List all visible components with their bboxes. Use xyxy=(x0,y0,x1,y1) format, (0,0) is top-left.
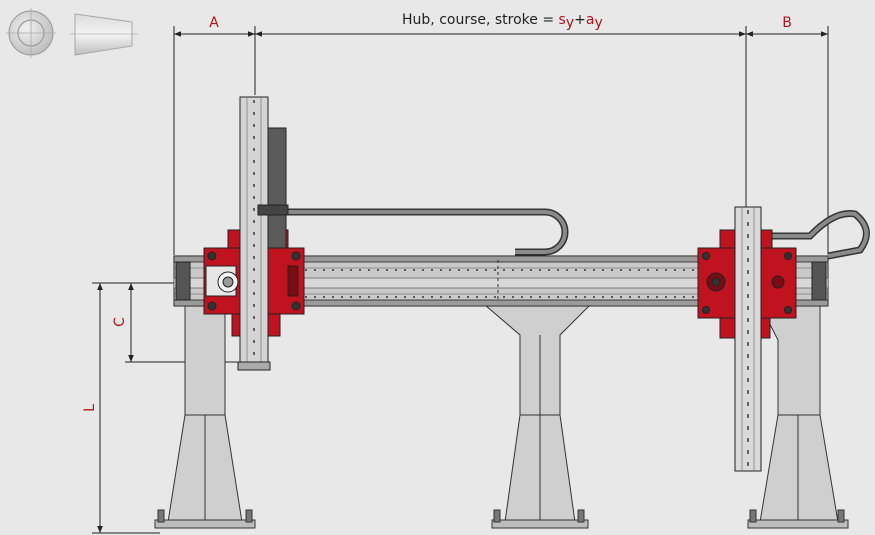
dimension-a-label: A xyxy=(209,15,219,31)
stroke-s: s xyxy=(559,12,566,28)
left-support-leg xyxy=(154,304,256,529)
tapered-side-view-icon xyxy=(70,13,138,56)
side-dimension-lines xyxy=(92,282,250,534)
right-vertical-column xyxy=(734,206,762,472)
stroke-caption: Hub, course, stroke = sy+ay xyxy=(402,12,603,31)
stroke-a: a xyxy=(586,12,595,28)
center-support-leg xyxy=(483,304,592,529)
circle-end-view-icon xyxy=(6,8,56,58)
stroke-y-sub-1: y xyxy=(566,15,574,31)
dimension-b-label: B xyxy=(782,15,792,31)
right-support-leg xyxy=(747,304,849,529)
stroke-plus: + xyxy=(574,12,586,28)
stroke-caption-text: Hub, course, stroke = xyxy=(402,12,559,28)
left-vertical-column xyxy=(237,96,289,371)
cable-chain xyxy=(285,208,870,260)
dimension-c-label: C xyxy=(112,317,128,327)
stroke-y-sub-2: y xyxy=(594,15,602,31)
dimension-l-label: L xyxy=(82,404,98,412)
